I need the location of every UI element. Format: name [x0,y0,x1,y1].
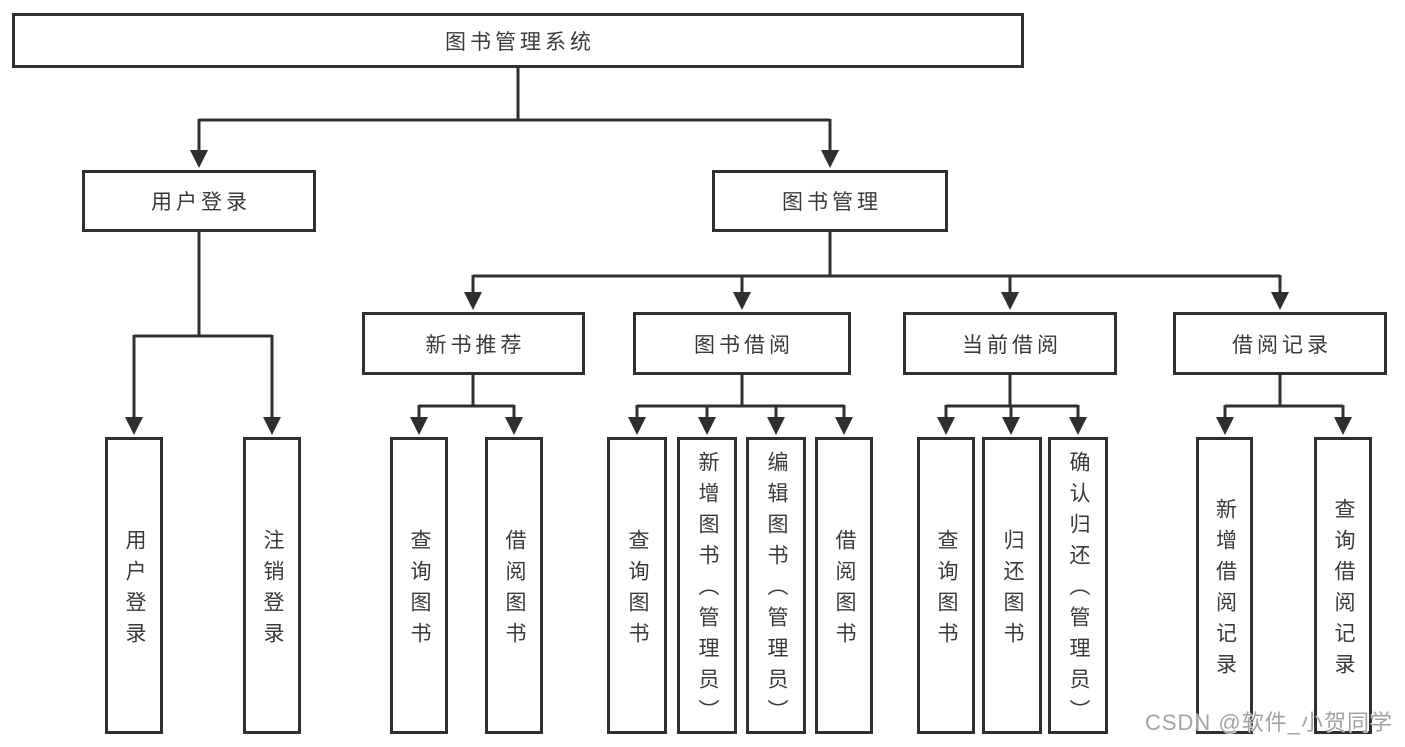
leaf-query-books-current: 查询图书 [917,437,975,734]
leaf-label: 新增借阅记录 [1213,497,1237,684]
node-new-book-recommend: 新书推荐 [362,312,585,375]
leaf-logout: 注销登录 [243,437,301,734]
arrowheads [125,150,1352,435]
leaf-return-books: 归还图书 [982,437,1042,734]
node-current-borrowing: 当前借阅 [903,312,1117,375]
node-user-login-branch: 用户登录 [82,170,316,232]
leaf-label: 查询图书 [935,528,958,653]
node-label: 图书管理 [782,191,882,214]
leaf-query-borrow-record: 查询借阅记录 [1314,437,1372,734]
leaf-edit-books-admin: 编辑图书（管理员） [746,437,806,734]
leaf-label: 确认归还（管理员） [1067,451,1090,730]
leaf-label: 注销登录 [261,528,284,653]
leaf-label: 用户登录 [123,528,146,653]
node-root-system: 图书管理系统 [12,13,1024,68]
leaf-label: 编辑图书（管理员） [765,451,788,730]
leaf-label: 新增图书（管理员） [696,451,719,730]
leaf-label: 查询借阅记录 [1332,497,1355,684]
node-root-label: 图书管理系统 [445,30,595,54]
node-label: 借阅记录 [1232,333,1332,357]
leaf-borrow-books: 借阅图书 [815,437,873,734]
node-book-management: 图书管理 [712,170,948,232]
leaf-add-borrow-record: 新增借阅记录 [1196,437,1253,734]
node-label: 当前借阅 [962,333,1062,357]
leaf-label: 查询图书 [408,528,431,653]
node-label: 用户登录 [151,191,251,214]
leaf-label: 查询图书 [626,528,649,653]
leaf-user-login: 用户登录 [105,437,163,734]
csdn-watermark: CSDN @软件_小贺同学 [1144,710,1393,735]
leaf-query-books-borrowing: 查询图书 [607,437,667,734]
node-book-borrowing: 图书借阅 [633,312,851,375]
leaf-borrow-books-recommend: 借阅图书 [485,437,543,734]
leaf-label: 借阅图书 [833,528,856,653]
leaf-query-books-recommend: 查询图书 [390,437,448,734]
leaf-label: 归还图书 [1001,528,1024,653]
node-label: 新书推荐 [425,333,526,357]
connector-strokes [132,68,1345,419]
node-borrowing-records: 借阅记录 [1173,312,1387,375]
leaf-label: 借阅图书 [503,528,526,653]
leaf-add-books-admin: 新增图书（管理员） [677,437,737,734]
leaf-confirm-return-admin: 确认归还（管理员） [1048,437,1108,734]
node-label: 图书借阅 [694,333,794,357]
